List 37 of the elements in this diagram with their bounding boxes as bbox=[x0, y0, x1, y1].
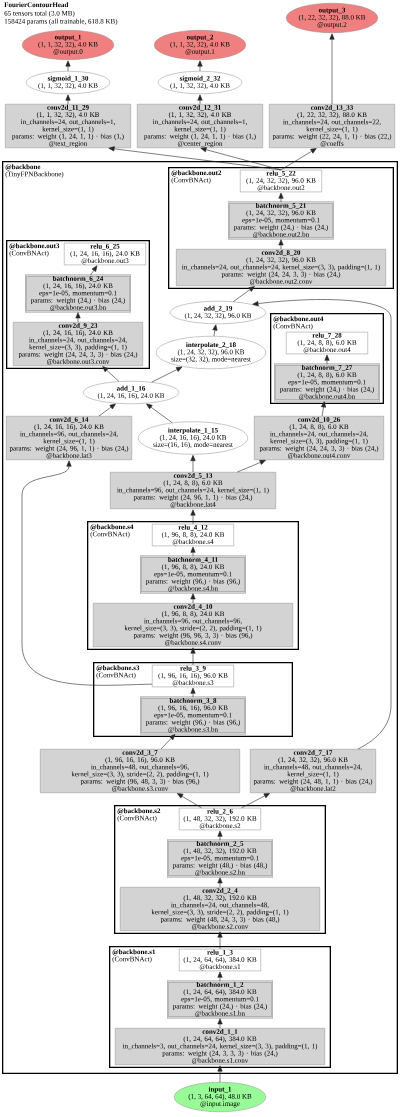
arrow bbox=[320, 401, 326, 417]
arrow bbox=[146, 403, 173, 424]
arrow bbox=[217, 830, 223, 841]
arrow bbox=[212, 324, 218, 337]
arrow bbox=[177, 793, 202, 809]
arrow bbox=[190, 593, 196, 604]
arrow bbox=[98, 403, 116, 417]
arrow bbox=[75, 312, 81, 323]
arrow bbox=[329, 33, 335, 105]
arrow bbox=[65, 94, 71, 105]
arrow bbox=[200, 147, 282, 171]
arrow bbox=[190, 546, 196, 557]
arrow bbox=[65, 60, 71, 72]
arrow bbox=[217, 931, 223, 950]
arrow bbox=[190, 509, 196, 525]
arrow bbox=[151, 366, 183, 383]
arrow bbox=[278, 239, 284, 250]
arrow bbox=[90, 265, 98, 276]
arrow bbox=[324, 354, 330, 365]
arrow bbox=[102, 366, 120, 382]
arrow bbox=[232, 286, 255, 302]
arrow bbox=[197, 60, 203, 72]
arrow bbox=[278, 192, 284, 203]
arrow bbox=[252, 299, 392, 750]
arrow bbox=[160, 734, 176, 750]
arrow bbox=[217, 971, 223, 982]
arrow bbox=[190, 455, 196, 473]
arrow bbox=[217, 1018, 223, 1029]
arrow bbox=[217, 877, 223, 888]
arrow bbox=[280, 148, 317, 171]
arrow bbox=[241, 793, 270, 809]
arrow bbox=[197, 94, 203, 105]
arrow bbox=[217, 1065, 223, 1083]
arrow bbox=[190, 647, 196, 666]
arrow bbox=[21, 460, 153, 686]
arrow bbox=[237, 460, 266, 473]
arrow bbox=[190, 687, 196, 698]
